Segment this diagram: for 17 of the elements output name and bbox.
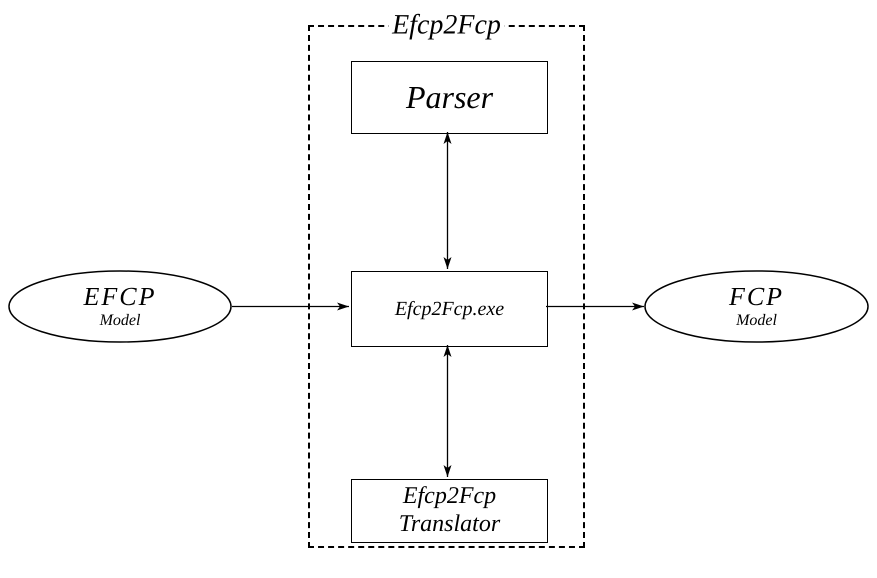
- ellipse-title: EFCP: [84, 282, 156, 312]
- ellipse-subtitle: Model: [100, 312, 140, 331]
- arrow: [444, 345, 452, 477]
- box-label: Efcp2Fcp.exe: [394, 298, 504, 320]
- ellipse-subtitle: Model: [736, 312, 777, 331]
- ellipse-node: [8, 270, 232, 343]
- process-box: [351, 479, 548, 543]
- arrow: [444, 132, 452, 269]
- ellipse-title: FCP: [728, 282, 784, 312]
- box-label: Efcp2Fcp Translator: [398, 483, 502, 539]
- box-label: Parser: [406, 79, 494, 116]
- group-title: Efcp2Fcp: [388, 12, 505, 40]
- process-box: [351, 61, 548, 134]
- arrow: [232, 302, 349, 310]
- process-box: [351, 271, 548, 347]
- arrow: [546, 302, 644, 310]
- ellipse-node: [644, 270, 869, 343]
